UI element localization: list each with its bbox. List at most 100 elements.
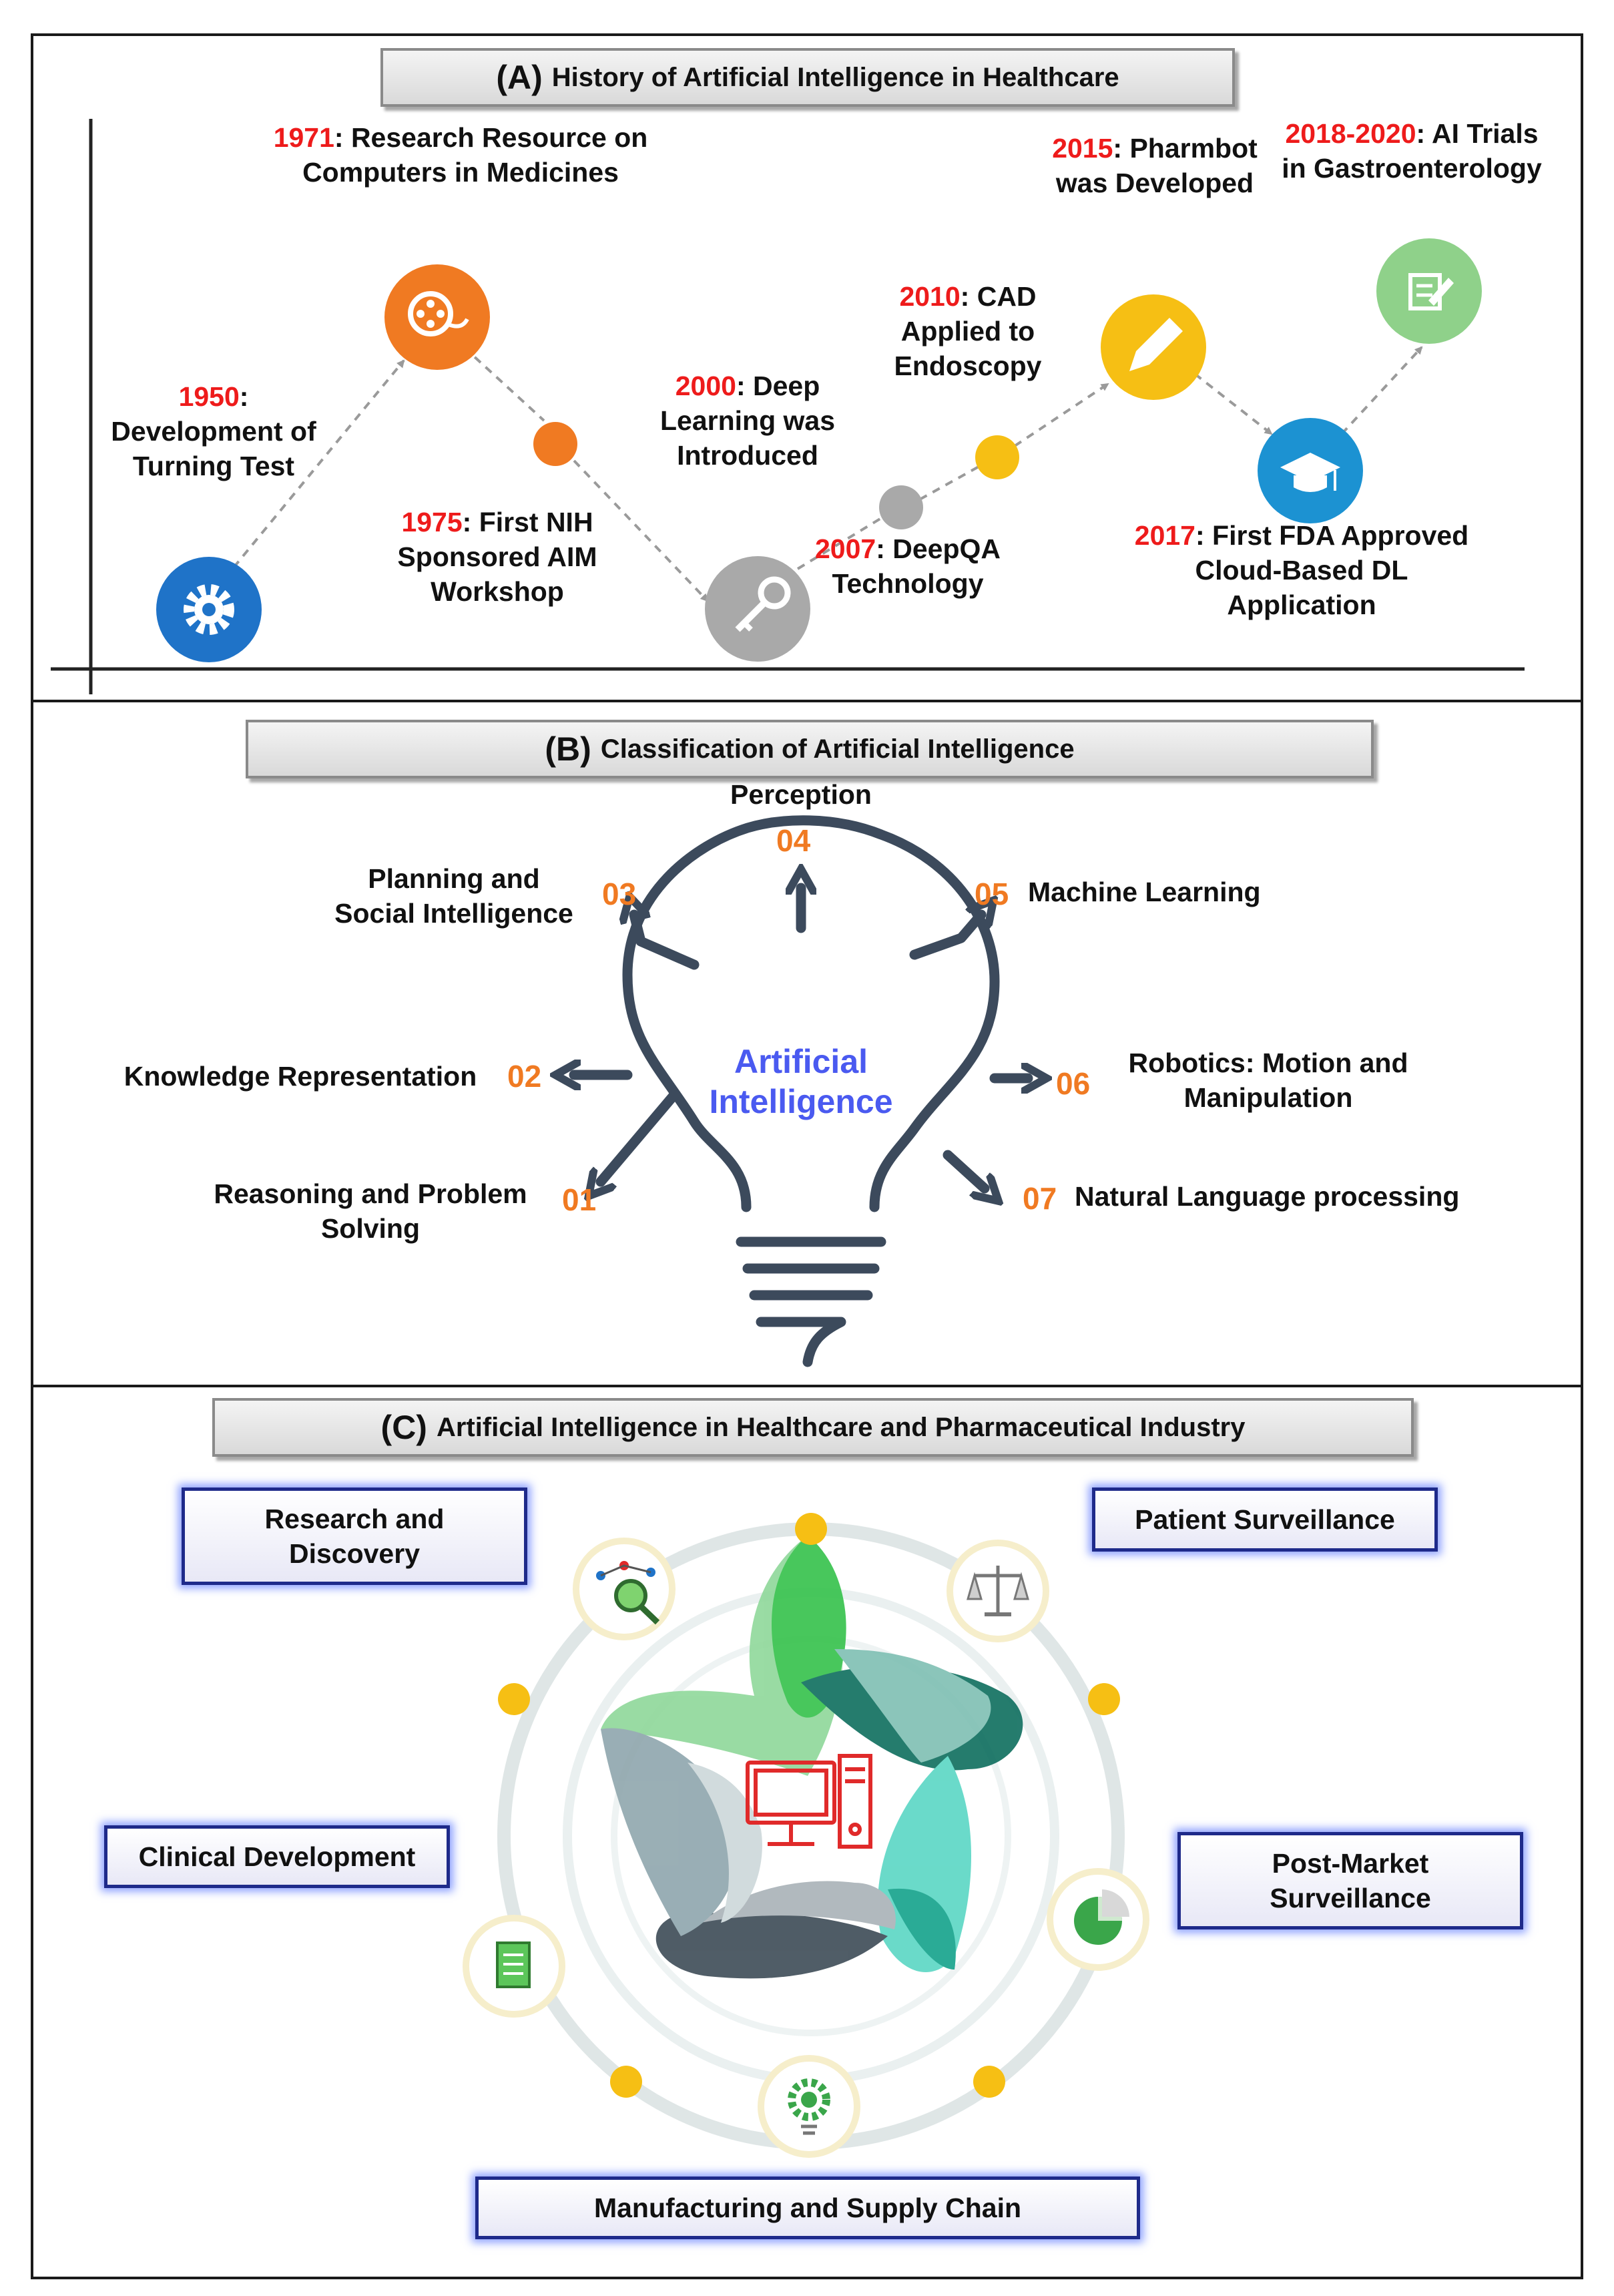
- panel-b-letter: (B): [545, 730, 591, 768]
- bulb-base: [736, 1236, 886, 1367]
- box-line: Patient Surveillance: [1135, 1504, 1395, 1535]
- event-text: : First NIH: [462, 507, 593, 537]
- event-text: Development of: [111, 416, 316, 447]
- panel-b-title-banner: (B) Classification of Artificial Intelli…: [246, 720, 1374, 778]
- connector-2007-2010: [919, 465, 981, 501]
- event-1971: 1971: Research Resource on Computers in …: [220, 120, 701, 190]
- label-reasoning: Reasoning and Problem Solving: [187, 1176, 554, 1246]
- label-line: Solving: [320, 1213, 421, 1244]
- event-text: was Developed: [1055, 168, 1254, 198]
- event-text: Sponsored AIM: [397, 541, 597, 572]
- label-line: Natural Language processing: [1075, 1181, 1460, 1212]
- box-patient-surveillance: Patient Surveillance: [1092, 1487, 1438, 1552]
- panel-a-title-banner: (A) History of Artificial Intelligence i…: [380, 48, 1235, 107]
- event-2010: 2010: CAD Applied to Endoscopy: [861, 279, 1075, 383]
- num-05: 05: [975, 877, 1009, 911]
- event-text: : Deep: [736, 371, 820, 401]
- event-text: Technology: [832, 568, 984, 599]
- event-text: Cloud-Based DL: [1195, 555, 1408, 586]
- ai-bulb-diagram: [0, 815, 1614, 1367]
- arrow-03: [634, 915, 700, 970]
- event-text: in Gastroenterology: [1282, 153, 1542, 184]
- petal-gray: [701, 1881, 896, 1929]
- event-text: Workshop: [431, 576, 564, 607]
- num-06: 06: [1056, 1066, 1091, 1101]
- box-line: Post-Market: [1272, 1848, 1429, 1879]
- arrow-07: [943, 1150, 985, 1188]
- box-line: Discovery: [288, 1538, 420, 1569]
- bulb-outline: [622, 815, 1000, 1212]
- label-line: Manipulation: [1183, 1082, 1353, 1113]
- event-text: Applied to: [900, 316, 1035, 347]
- event-year: 1975: [401, 507, 463, 537]
- box-line: Research and: [264, 1504, 445, 1534]
- event-text: :: [239, 381, 249, 412]
- ring-dot-upper-left: [498, 1683, 530, 1715]
- connector-1971-1975: [463, 346, 545, 422]
- petal-teal-mid: [834, 1649, 991, 1763]
- petal-bluegray: [601, 1728, 738, 1936]
- num-07: 07: [1023, 1181, 1057, 1216]
- key-icon: [705, 556, 810, 662]
- timeline-dot-orange: [533, 422, 577, 466]
- event-1950: 1950: Development of Turning Test: [100, 379, 327, 483]
- ring-dot-upper-right: [1088, 1683, 1120, 1715]
- num-01: 01: [562, 1182, 597, 1217]
- timeline-dot-gray: [879, 485, 923, 529]
- center-line-2: Intelligence: [709, 1083, 893, 1120]
- num-04: 04: [776, 823, 811, 858]
- label-line: Knowledge Representation: [123, 1061, 477, 1092]
- event-text: : DeepQA: [876, 533, 1001, 564]
- label-line: Robotics: Motion and: [1128, 1048, 1408, 1078]
- computer-icon: [746, 1754, 872, 1849]
- bulb-center-label: Artificial Intelligence: [667, 1042, 934, 1122]
- label-line: Reasoning and Problem: [214, 1178, 527, 1209]
- gear-bulb-icon: [758, 2055, 860, 2158]
- ring-dot-lower-left: [610, 2066, 642, 2098]
- box-manufacturing-supply-chain: Manufacturing and Supply Chain: [475, 2176, 1140, 2239]
- petal-teal-green: [888, 1888, 956, 1970]
- event-2007: 2007: DeepQA Technology: [788, 531, 1028, 601]
- panel-c: [31, 1385, 1583, 2279]
- event-year: 2015: [1052, 133, 1113, 164]
- num-03: 03: [602, 877, 637, 911]
- event-year: 1971: [273, 122, 334, 153]
- arrow-05: [909, 915, 981, 960]
- panel-b-title: Classification of Artificial Intelligenc…: [600, 734, 1075, 764]
- event-text: : AI Trials: [1416, 118, 1539, 149]
- event-text: : First FDA Approved: [1195, 520, 1469, 551]
- label-line: Social Intelligence: [334, 898, 573, 929]
- graduation-cap-icon: [1258, 418, 1363, 523]
- event-year: 2010: [899, 281, 961, 312]
- event-text: Introduced: [677, 440, 818, 471]
- panel-c-title-banner: (C) Artificial Intelligence in Healthcar…: [212, 1398, 1414, 1457]
- label-planning: Planning and Social Intelligence: [320, 861, 587, 931]
- balance-scale-icon: [947, 1540, 1049, 1642]
- connector-2017-2018: [1340, 346, 1423, 435]
- document-icon: [463, 1915, 565, 2018]
- event-text: : Research Resource on: [334, 122, 648, 153]
- event-year: 1950: [178, 381, 240, 412]
- panel-a-letter: (A): [496, 59, 543, 96]
- label-line: Planning and: [368, 863, 540, 894]
- event-1975: 1975: First NIH Sponsored AIM Workshop: [377, 505, 617, 609]
- event-text: Learning was: [659, 405, 835, 436]
- event-year: 2007: [814, 533, 876, 564]
- event-text: Turning Test: [132, 451, 295, 481]
- connector-2010-2015: [1013, 383, 1109, 447]
- arrow-01: [601, 1090, 680, 1182]
- num-02: 02: [507, 1059, 542, 1094]
- event-year: 2018-2020: [1285, 118, 1416, 149]
- box-clinical-development: Clinical Development: [104, 1825, 450, 1888]
- box-line: Clinical Development: [138, 1841, 416, 1872]
- connector-1975-2000: [573, 459, 709, 602]
- label-machine-learning: Machine Learning: [1028, 875, 1295, 909]
- ring-dot-lower-right: [973, 2066, 1005, 2098]
- petal-slate-dark: [655, 1912, 888, 1979]
- event-2017: 2017: First FDA Approved Cloud-Based DL …: [1095, 518, 1509, 622]
- event-text: : Pharmbot: [1113, 133, 1258, 164]
- event-2000: 2000: Deep Learning was Introduced: [641, 369, 854, 473]
